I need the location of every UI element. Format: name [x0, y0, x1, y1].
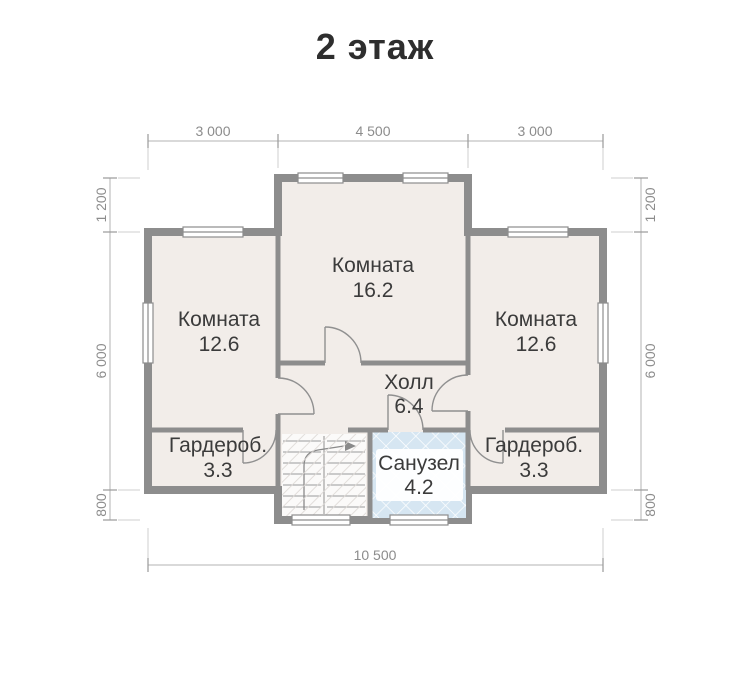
room-top-area: 16.2	[353, 279, 394, 302]
windows	[142, 172, 609, 526]
wardrobe-right-name: Гардероб.	[485, 434, 583, 457]
dim-bottom-total: 10 500	[354, 547, 397, 563]
dim-top-right: 3 000	[517, 123, 552, 139]
doors	[242, 326, 504, 464]
wardrobe-left-area: 3.3	[203, 459, 232, 482]
floor-title: 2 этаж	[315, 26, 435, 67]
dimension-left: 1 200 6 000 800	[93, 177, 140, 521]
dim-right-800: 800	[642, 493, 658, 517]
dim-left-1200: 1 200	[93, 187, 109, 222]
dim-left-800: 800	[93, 493, 109, 517]
dimension-right: 1 200 6 000 800	[611, 177, 658, 521]
staircase	[282, 434, 366, 516]
dim-top-left: 3 000	[195, 123, 230, 139]
interior-walls	[148, 232, 603, 520]
door-wardrobe-right	[469, 429, 504, 464]
room-left-name: Комната	[178, 308, 261, 331]
room-right-name: Комната	[495, 308, 578, 331]
room-right-area: 12.6	[516, 333, 557, 356]
room-left-area: 12.6	[199, 333, 240, 356]
window	[297, 172, 344, 184]
window	[389, 514, 449, 526]
window	[402, 172, 449, 184]
dimension-bottom: 10 500	[147, 528, 604, 572]
hall-area: 6.4	[394, 395, 424, 418]
dim-top-center: 4 500	[355, 123, 390, 139]
dim-left-6000: 6 000	[93, 343, 109, 378]
dim-right-6000: 6 000	[642, 343, 658, 378]
room-top-name: Комната	[332, 254, 415, 277]
door-wardrobe-left	[242, 429, 277, 464]
window	[182, 226, 244, 238]
window	[142, 302, 154, 364]
stair-hatch	[282, 434, 366, 516]
wardrobe-right-area: 3.3	[519, 459, 548, 482]
bathroom-area: 4.2	[404, 476, 433, 499]
bathroom-label-box	[376, 449, 463, 501]
door-hall-right-room	[431, 374, 469, 412]
bathroom-name: Санузел	[378, 452, 460, 475]
dim-right-1200: 1 200	[642, 187, 658, 222]
dimension-top: 3 000 4 500 3 000	[147, 123, 604, 170]
door-hall-top-room	[324, 326, 362, 364]
door-hall-left-room	[277, 377, 315, 415]
window	[597, 302, 609, 364]
window	[291, 514, 351, 526]
room-labels: Комната 16.2 Комната 12.6 Комната 12.6 Х…	[169, 254, 583, 501]
window	[507, 226, 569, 238]
hall-name: Холл	[384, 371, 434, 394]
wardrobe-left-name: Гардероб.	[169, 434, 267, 457]
door-bathroom	[387, 394, 424, 431]
